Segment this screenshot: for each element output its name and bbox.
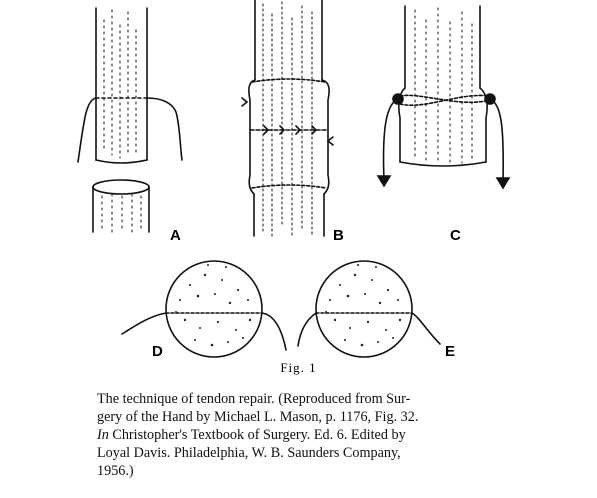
panel-label-c: C: [450, 227, 461, 244]
panel-label-d: D: [152, 343, 163, 360]
panel-label-b: B: [333, 227, 344, 244]
panel-label-e: E: [445, 343, 455, 360]
caption-line: gery of the Hand by Michael L. Mason, p.…: [97, 409, 419, 425]
panel-e-drawing: [297, 260, 441, 358]
panel-label-a: A: [170, 227, 181, 244]
caption-line: The technique of tendon repair. (Reprodu…: [97, 391, 411, 407]
panel-b-drawing: [241, 0, 334, 237]
caption-line: Loyal Davis. Philadelphia, W. B. Saunder…: [97, 445, 401, 461]
caption-line: 1956.): [97, 463, 134, 479]
caption-line-rest: Christopher's Textbook of Surgery. Ed. 6…: [108, 427, 406, 443]
caption-line: In Christopher's Textbook of Surgery. Ed…: [97, 426, 527, 444]
panel-a-drawing: [77, 7, 183, 233]
figure-number: Fig. 1: [280, 360, 317, 375]
caption-italic-word: In: [97, 427, 109, 443]
panel-c-drawing: [376, 5, 511, 190]
figure-caption: The technique of tendon repair. (Reprodu…: [97, 390, 527, 480]
panel-d-drawing: [121, 260, 287, 358]
